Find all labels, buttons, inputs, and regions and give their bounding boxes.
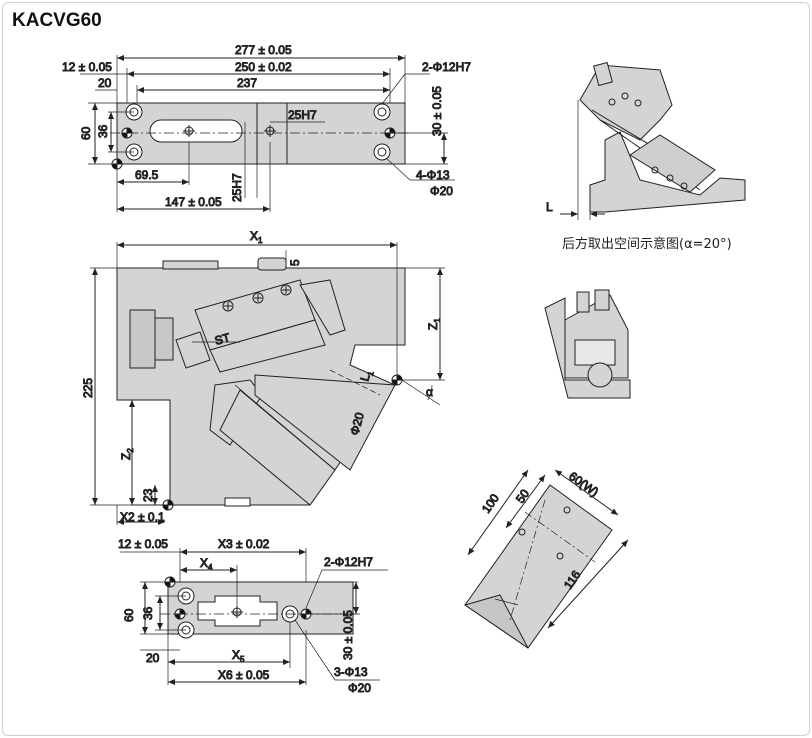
top-dim-25H7-vertical: 25H7 (230, 173, 244, 202)
top-dim-277: 277 ± 0.05 (235, 43, 292, 57)
bottom-X5: X5 (232, 648, 245, 664)
top-dim-25H7: 25H7 (288, 108, 317, 122)
bottom-X6: X6 ± 0.05 (218, 668, 270, 682)
side-dim-5: 5 (288, 259, 302, 266)
top-dim-147: 147 ± 0.05 (165, 195, 222, 209)
bottom-dim-30: 30 ± 0.05 (341, 610, 355, 660)
top-dim-36: 36 (96, 124, 110, 138)
model-title: KACVG60 (12, 10, 102, 31)
top-hole-right-lower (373, 143, 391, 161)
bottom-dim-36: 36 (141, 606, 155, 620)
removal-space-caption: 后方取出空间示意图(α=20°) (562, 237, 732, 252)
top-dim-20: 20 (98, 76, 112, 90)
top-dim-30: 30 ± 0.05 (430, 86, 444, 136)
top-dim-237: 237 (237, 76, 257, 90)
top-view (80, 55, 455, 212)
side-phi20: Φ20 (347, 411, 367, 437)
side-X1: X1 (250, 229, 263, 245)
top-dim-69-5: 69.5 (135, 168, 159, 182)
side-X2: X2 ± 0.1 (120, 510, 165, 524)
side-dim-23: 23 (141, 488, 155, 502)
bottom-hole-13-label: 3-Φ13 (334, 665, 368, 679)
bottom-dim-20: 20 (146, 651, 160, 665)
side-view (90, 242, 445, 525)
top-hole-right-upper (373, 103, 391, 121)
top-view-slot (149, 119, 243, 143)
bottom-X4: X4 (200, 556, 213, 572)
bottom-view (120, 548, 388, 685)
bottom-dim-60: 60 (122, 608, 136, 622)
bottom-X3: X3 ± 0.02 (218, 537, 270, 551)
bottom-hole-12-label: 2-Φ12H7 (324, 555, 373, 569)
side-dim-225: 225 (81, 378, 95, 398)
top-hole-13-label: 4-Φ13 (416, 168, 450, 182)
iso-view-removal-space (560, 61, 746, 220)
side-Z1: Z1 (426, 318, 442, 330)
top-hole-20-label: Φ20 (430, 184, 453, 198)
top-dim-12: 12 ± 0.05 (62, 60, 112, 74)
top-dim-60: 60 (79, 126, 93, 140)
side-L1: L1 (357, 368, 375, 383)
top-dim-250: 250 ± 0.02 (235, 60, 292, 74)
side-ST: ST (213, 330, 232, 348)
angled-block-view (463, 469, 629, 649)
side-Z2: Z2 (119, 448, 135, 460)
bottom-hole-20-label: Φ20 (348, 681, 371, 695)
side-alpha: α (426, 385, 433, 399)
block-icon-view (544, 289, 631, 399)
top-hole-12-label: 2-Φ12H7 (422, 60, 471, 74)
iso-dim-L: L (546, 200, 553, 214)
bottom-dim-12: 12 ± 0.05 (118, 537, 168, 551)
block-dim-50: 50 (513, 486, 532, 505)
block-dim-60W: 60(W) (566, 469, 601, 499)
